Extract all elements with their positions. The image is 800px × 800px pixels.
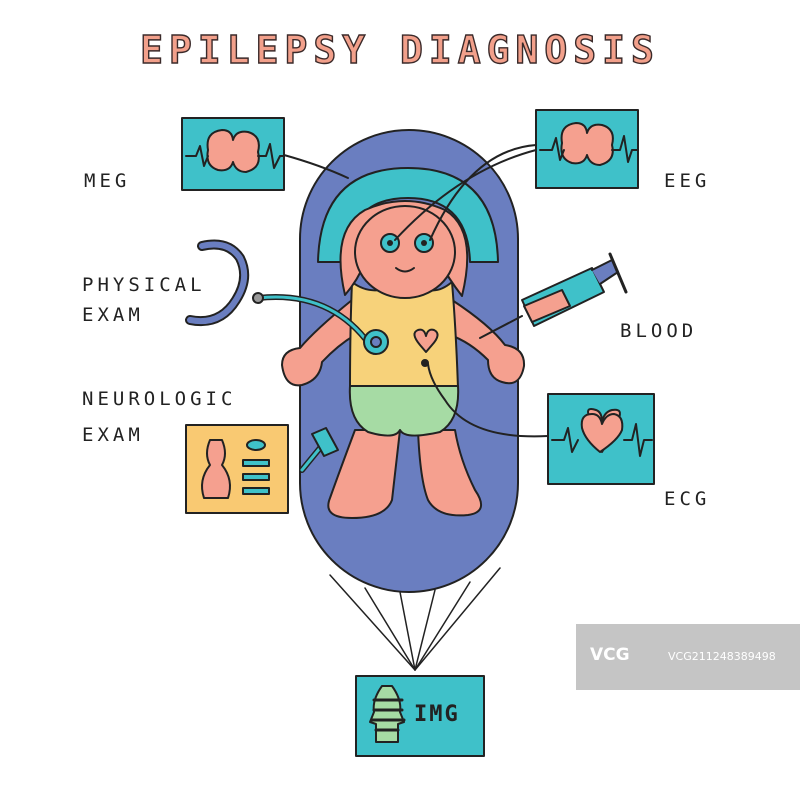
eye-chart-icon: [246, 439, 266, 451]
label-meg: MEG: [84, 170, 131, 192]
eeg-wave: [539, 135, 639, 163]
label-physical-exam-1: PHYSICAL: [82, 274, 206, 296]
watermark-id: VCG211248389498: [668, 650, 776, 663]
img-connector-lines: [329, 567, 501, 671]
baby-head: [354, 205, 456, 299]
ecg-cable: [427, 363, 549, 438]
meg-brain-icon: [206, 129, 260, 173]
baby-right-leg: [417, 429, 483, 517]
label-eeg: EEG: [664, 170, 711, 192]
neurologic-exam-panel: [185, 424, 289, 514]
body-scan-icon: [369, 685, 406, 743]
label-img: IMG: [414, 702, 460, 727]
stethoscope-icon: [185, 239, 389, 355]
baby-heart: [413, 328, 439, 353]
meg-wave: [185, 143, 285, 169]
label-blood: BLOOD: [620, 320, 698, 342]
baby-mouth: [395, 267, 415, 273]
baby-diaper: [348, 385, 460, 437]
baby-left-leg: [327, 429, 401, 519]
label-neurologic-exam-1: NEUROLOGIC: [82, 388, 237, 410]
label-neurologic-exam-2: EXAM: [82, 424, 144, 446]
watermark-box: [576, 624, 800, 690]
syringe-icon: [479, 252, 628, 339]
eeg-brain-icon: [560, 122, 614, 166]
eeg-cable: [429, 144, 537, 241]
scanner-arch: [317, 167, 499, 263]
label-physical-exam-2: EXAM: [82, 304, 144, 326]
baby-left-arm: [281, 299, 356, 387]
reflex-hammer-icon: [299, 427, 339, 473]
watermark-logo: VCG: [590, 645, 630, 665]
label-ecg: ECG: [664, 488, 711, 510]
page-title: EPILEPSY DIAGNOSIS: [139, 27, 660, 72]
ecg-wave: [551, 423, 653, 457]
baby-right-arm: [449, 299, 526, 385]
meg-cable: [283, 154, 349, 179]
person-figure-icon: [201, 439, 231, 499]
patient-baby: [281, 200, 526, 519]
